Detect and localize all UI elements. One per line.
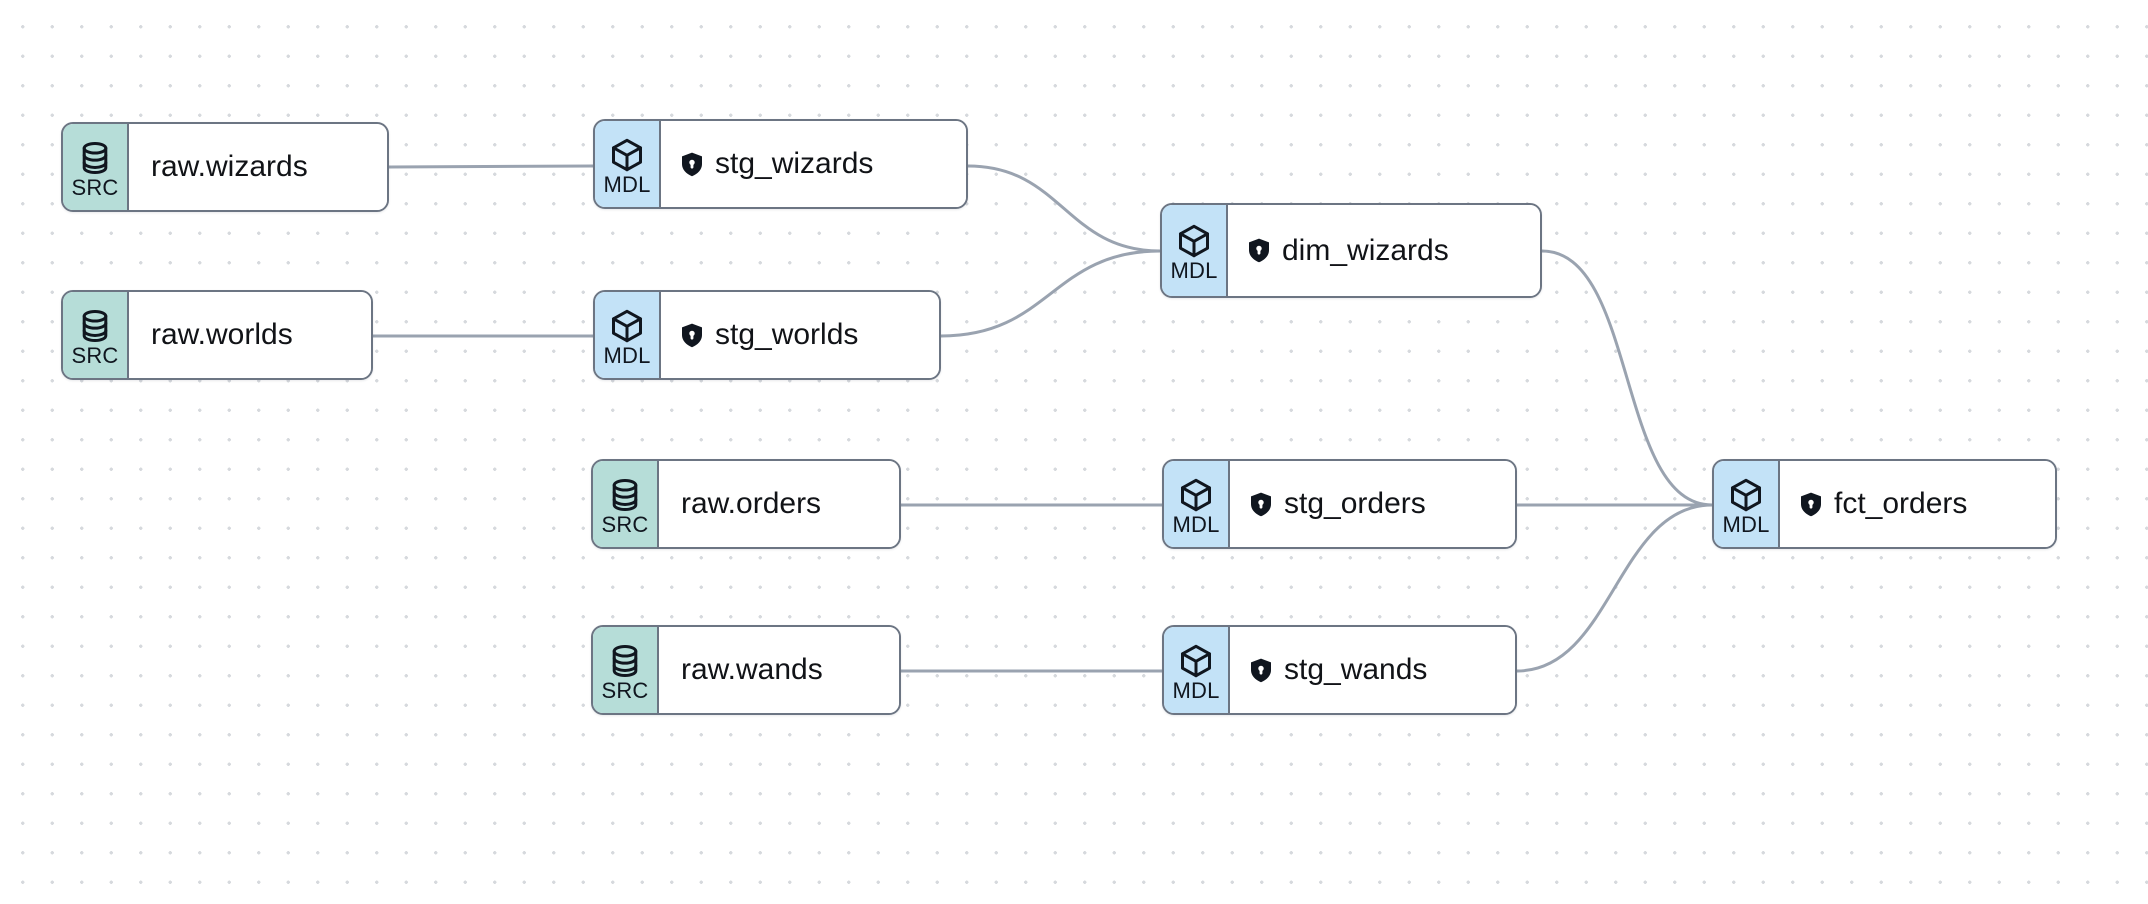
lineage-node-raw_worlds[interactable]: SRC raw.worlds [61,290,373,380]
node-body[interactable]: stg_orders [1230,461,1515,547]
node-kind-label: MDL [1172,511,1220,537]
node-kind-label: MDL [1172,677,1220,703]
node-label-stg_orders: stg_orders [1284,487,1426,520]
cube-icon [1176,223,1212,259]
node-kind-badge-mdl: MDL [1164,461,1230,547]
lineage-node-raw_wizards[interactable]: SRC raw.wizards [61,122,389,212]
database-icon [77,140,113,176]
node-body[interactable]: dim_wizards [1228,205,1540,296]
lineage-node-fct_orders[interactable]: MDL fct_orders [1712,459,2057,549]
lineage-edge [966,164,1162,253]
node-body[interactable]: stg_wands [1230,627,1515,713]
node-kind-label: SRC [601,511,649,537]
cube-icon [1178,643,1214,679]
cube-icon [1178,477,1214,513]
database-icon [607,643,643,679]
cube-icon [609,137,645,173]
shield-lock-icon [681,323,703,348]
shield-lock-icon [1250,658,1272,683]
shield-lock-icon [1248,238,1270,263]
lineage-edge [1540,249,1714,507]
node-label-raw_wizards: raw.wizards [151,150,308,183]
lineage-edge [1515,503,1714,673]
lineage-node-stg_worlds[interactable]: MDL stg_worlds [593,290,941,380]
node-label-stg_wizards: stg_wizards [715,147,874,180]
node-label-dim_wizards: dim_wizards [1282,233,1449,267]
lineage-edge [387,164,595,169]
node-kind-badge-src: SRC [593,627,659,713]
shield-lock-icon [681,152,703,177]
node-kind-badge-mdl: MDL [595,121,661,207]
node-kind-label: MDL [603,171,651,197]
node-label-raw_orders: raw.orders [681,487,822,520]
node-kind-label: SRC [71,342,119,368]
node-kind-label: MDL [603,342,651,368]
lineage-node-dim_wizards[interactable]: MDL dim_wizards [1160,203,1542,298]
node-body[interactable]: fct_orders [1780,461,2055,547]
node-kind-label: MDL [1170,258,1218,283]
node-kind-badge-mdl: MDL [1164,627,1230,713]
node-kind-label: SRC [71,174,119,200]
node-kind-badge-src: SRC [593,461,659,547]
lineage-node-stg_wands[interactable]: MDL stg_wands [1162,625,1517,715]
node-kind-label: SRC [601,677,649,703]
node-label-raw_wands: raw.wands [681,653,823,686]
node-kind-badge-mdl: MDL [1714,461,1780,547]
cube-icon [1728,477,1764,513]
lineage-node-stg_wizards[interactable]: MDL stg_wizards [593,119,968,209]
node-body[interactable]: stg_wizards [661,121,966,207]
node-body[interactable]: raw.wands [659,627,899,713]
node-body[interactable]: stg_worlds [661,292,939,378]
node-kind-badge-src: SRC [63,292,129,378]
node-label-stg_wands: stg_wands [1284,653,1428,686]
node-kind-badge-mdl: MDL [1162,205,1228,296]
node-kind-label: MDL [1722,511,1770,537]
lineage-node-stg_orders[interactable]: MDL stg_orders [1162,459,1517,549]
database-icon [607,477,643,513]
shield-lock-icon [1800,492,1822,517]
node-body[interactable]: raw.worlds [129,292,371,378]
lineage-node-raw_orders[interactable]: SRC raw.orders [591,459,901,549]
node-label-raw_worlds: raw.worlds [151,318,293,351]
node-body[interactable]: raw.orders [659,461,899,547]
node-label-stg_worlds: stg_worlds [715,318,859,351]
node-body[interactable]: raw.wizards [129,124,387,210]
lineage-edge [939,249,1162,338]
node-label-fct_orders: fct_orders [1834,487,1968,520]
node-kind-badge-src: SRC [63,124,129,210]
node-kind-badge-mdl: MDL [595,292,661,378]
database-icon [77,308,113,344]
cube-icon [609,308,645,344]
lineage-node-raw_wands[interactable]: SRC raw.wands [591,625,901,715]
shield-lock-icon [1250,492,1272,517]
